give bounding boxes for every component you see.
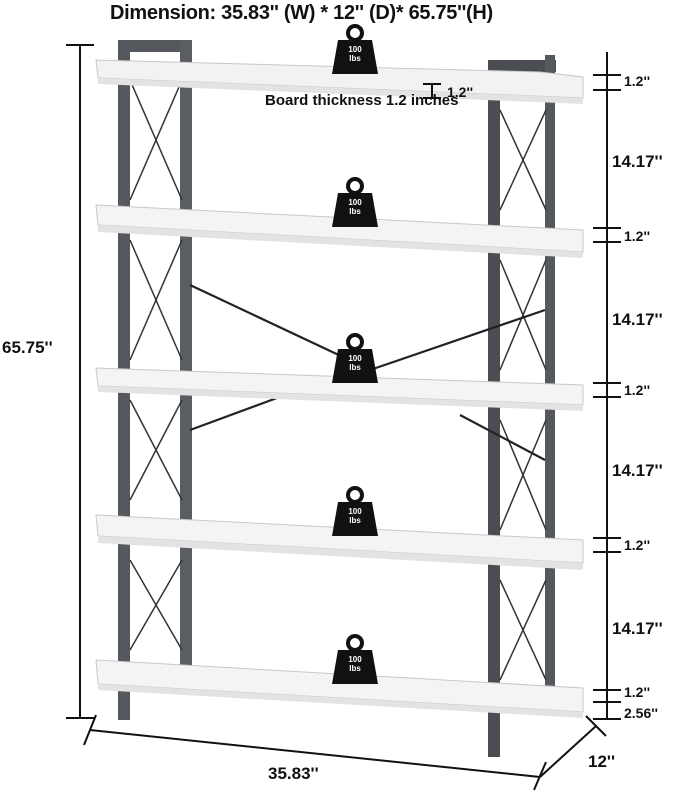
weight-badge-2: 100 lbs [332,177,378,229]
width-total-label: 35.83'' [268,764,319,783]
board-thickness-note: Board thickness 1.2 inches [265,92,459,109]
kettlebell-icon [332,177,378,227]
right-dim-2: 14.17'' [612,152,663,171]
weight-unit: lbs [349,664,361,673]
weight-badge-3: 100 lbs [332,333,378,385]
right-dim-8: 14.17'' [612,619,663,638]
weight-value: 100 [348,198,362,207]
right-dim-9: 1.2'' [624,684,651,700]
front-right-post [488,62,500,757]
weight-badge-1: 100 lbs [332,24,378,76]
weight-value: 100 [348,45,362,54]
weight-unit: lbs [349,516,361,525]
depth-dimension-line [539,715,607,778]
height-total-label: 65.75'' [2,338,53,357]
right-top-bar [488,60,556,72]
dimension-title: Dimension: 35.83'' (W) * 12'' (D)* 65.75… [110,2,493,24]
weight-value: 100 [348,507,362,516]
back-cross-braces [189,284,546,461]
weight-value: 100 [348,655,362,664]
depth-total-label: 12'' [588,752,615,771]
board-thickness-dim-label: 1.2'' [447,84,474,100]
kettlebell-icon [332,333,378,383]
board-thickness-mark [423,83,441,99]
right-dim-10: 2.56'' [624,705,658,721]
right-dim-5: 1.2'' [624,382,651,398]
kettlebell-icon [332,486,378,536]
weight-unit: lbs [349,363,361,372]
weight-badge-5: 100 lbs [332,634,378,686]
back-left-top-bar [118,40,190,52]
right-dimension-line [593,52,621,720]
right-dim-7: 1.2'' [624,537,651,553]
height-dimension-line [66,44,94,719]
right-dim-4: 14.17'' [612,310,663,329]
weight-value: 100 [348,354,362,363]
right-dim-1: 1.2'' [624,73,651,89]
weight-unit: lbs [349,54,361,63]
kettlebell-icon [332,634,378,684]
right-x-braces [499,109,547,681]
right-dim-6: 14.17'' [612,461,663,480]
weight-unit: lbs [349,207,361,216]
kettlebell-icon [332,24,378,74]
right-dim-3: 1.2'' [624,228,651,244]
weight-badge-4: 100 lbs [332,486,378,538]
left-x-braces [129,79,183,651]
shelves [95,59,584,718]
